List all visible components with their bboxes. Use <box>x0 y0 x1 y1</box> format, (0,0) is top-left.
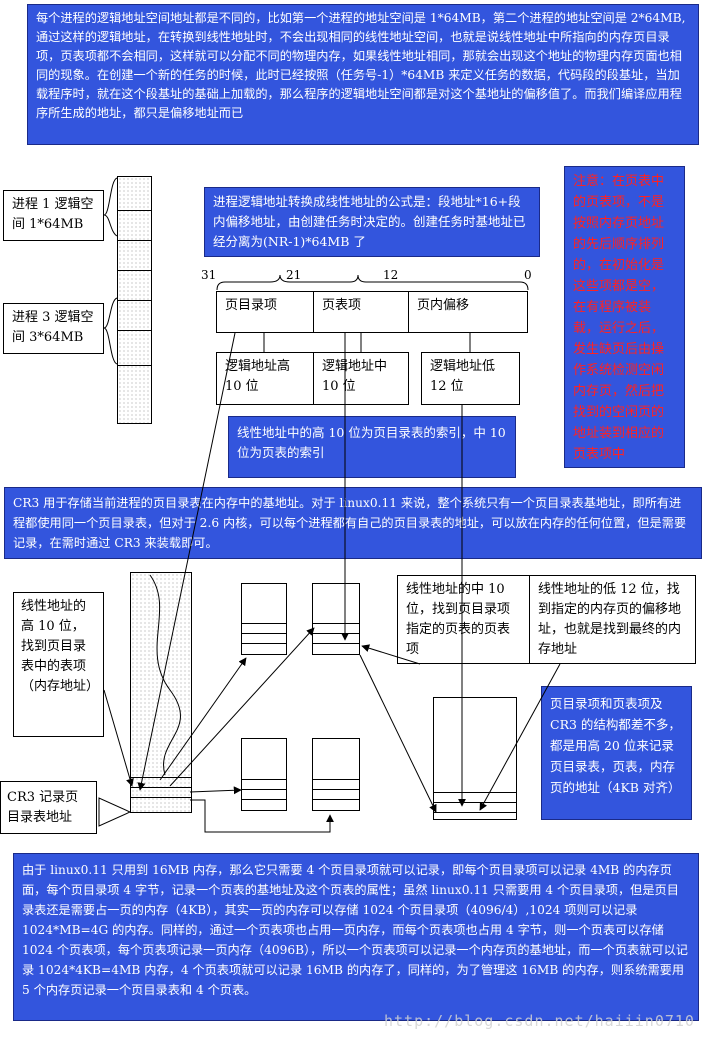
logical-high-10: 逻辑地址高 10 位 <box>216 352 313 405</box>
high10-note: 线性地址的高 10 位，找到页目录表中的表项（内存地址） <box>13 592 104 737</box>
page-table-3 <box>241 738 287 811</box>
cr3-register-label: CR3 记录页目录表地址 <box>0 781 97 834</box>
linear-index-note: 线性地址中的高 10 位为页目录表的索引，中 10 位为页表的索引 <box>228 416 516 478</box>
structure-note: 页目录项和页表项及 CR3 的结构都差不多，都是用高 20 位来记录页目录表，页… <box>541 686 692 820</box>
field-page-offset: 页内偏移 <box>408 291 528 333</box>
memory-page <box>433 697 517 820</box>
process3-label: 进程 3 逻辑空间 3*64MB <box>3 303 104 354</box>
process1-label: 进程 1 逻辑空间 1*64MB <box>3 190 104 241</box>
top-note: 每个进程的逻辑地址空间地址都是不同的，比如第一个进程的地址空间是 1*64MB，… <box>27 4 699 145</box>
page-directory-table <box>130 572 192 813</box>
formula-note: 进程逻辑地址转换成线性地址的公式是：段地址*16+段内偏移地址，由创建任务时决定… <box>204 187 540 257</box>
page-table-4 <box>312 738 360 811</box>
bit-21: 21 <box>286 268 302 282</box>
page-table-note: 注意：在页表中的页表项，不是按照内存页地址的先后顺序排列的，在初始化是这些项都是… <box>564 166 685 468</box>
bottom-note: 由于 linux0.11 只用到 16MB 内存，那么它只需要 4 个页目录项就… <box>13 853 699 1021</box>
bit-12: 12 <box>383 268 399 282</box>
process-space-column <box>117 176 152 424</box>
low12-note: 线性地址的低 12 位，找到指定的内存页的偏移地址，也就是找到最终的内存地址 <box>529 575 696 664</box>
logical-mid-10: 逻辑地址中 10 位 <box>313 352 409 405</box>
bit-31: 31 <box>201 268 217 282</box>
page-table-2 <box>312 583 360 655</box>
page-table-1 <box>241 583 287 655</box>
field-page-directory-entry: 页目录项 <box>216 291 313 333</box>
cr3-note: CR3 用于存储当前进程的页目录表在内存中的基地址。对于 linux0.11 来… <box>4 487 702 559</box>
field-page-table-entry: 页表项 <box>313 291 408 333</box>
watermark: http://blog.csdn.net/haiiin0710 <box>384 1012 695 1030</box>
logical-low-12: 逻辑地址低 12 位 <box>421 352 520 405</box>
bit-0: 0 <box>524 268 532 282</box>
mid10-note: 线性地址的中 10 位，找到页目录项指定的页表的页表项 <box>397 575 529 664</box>
